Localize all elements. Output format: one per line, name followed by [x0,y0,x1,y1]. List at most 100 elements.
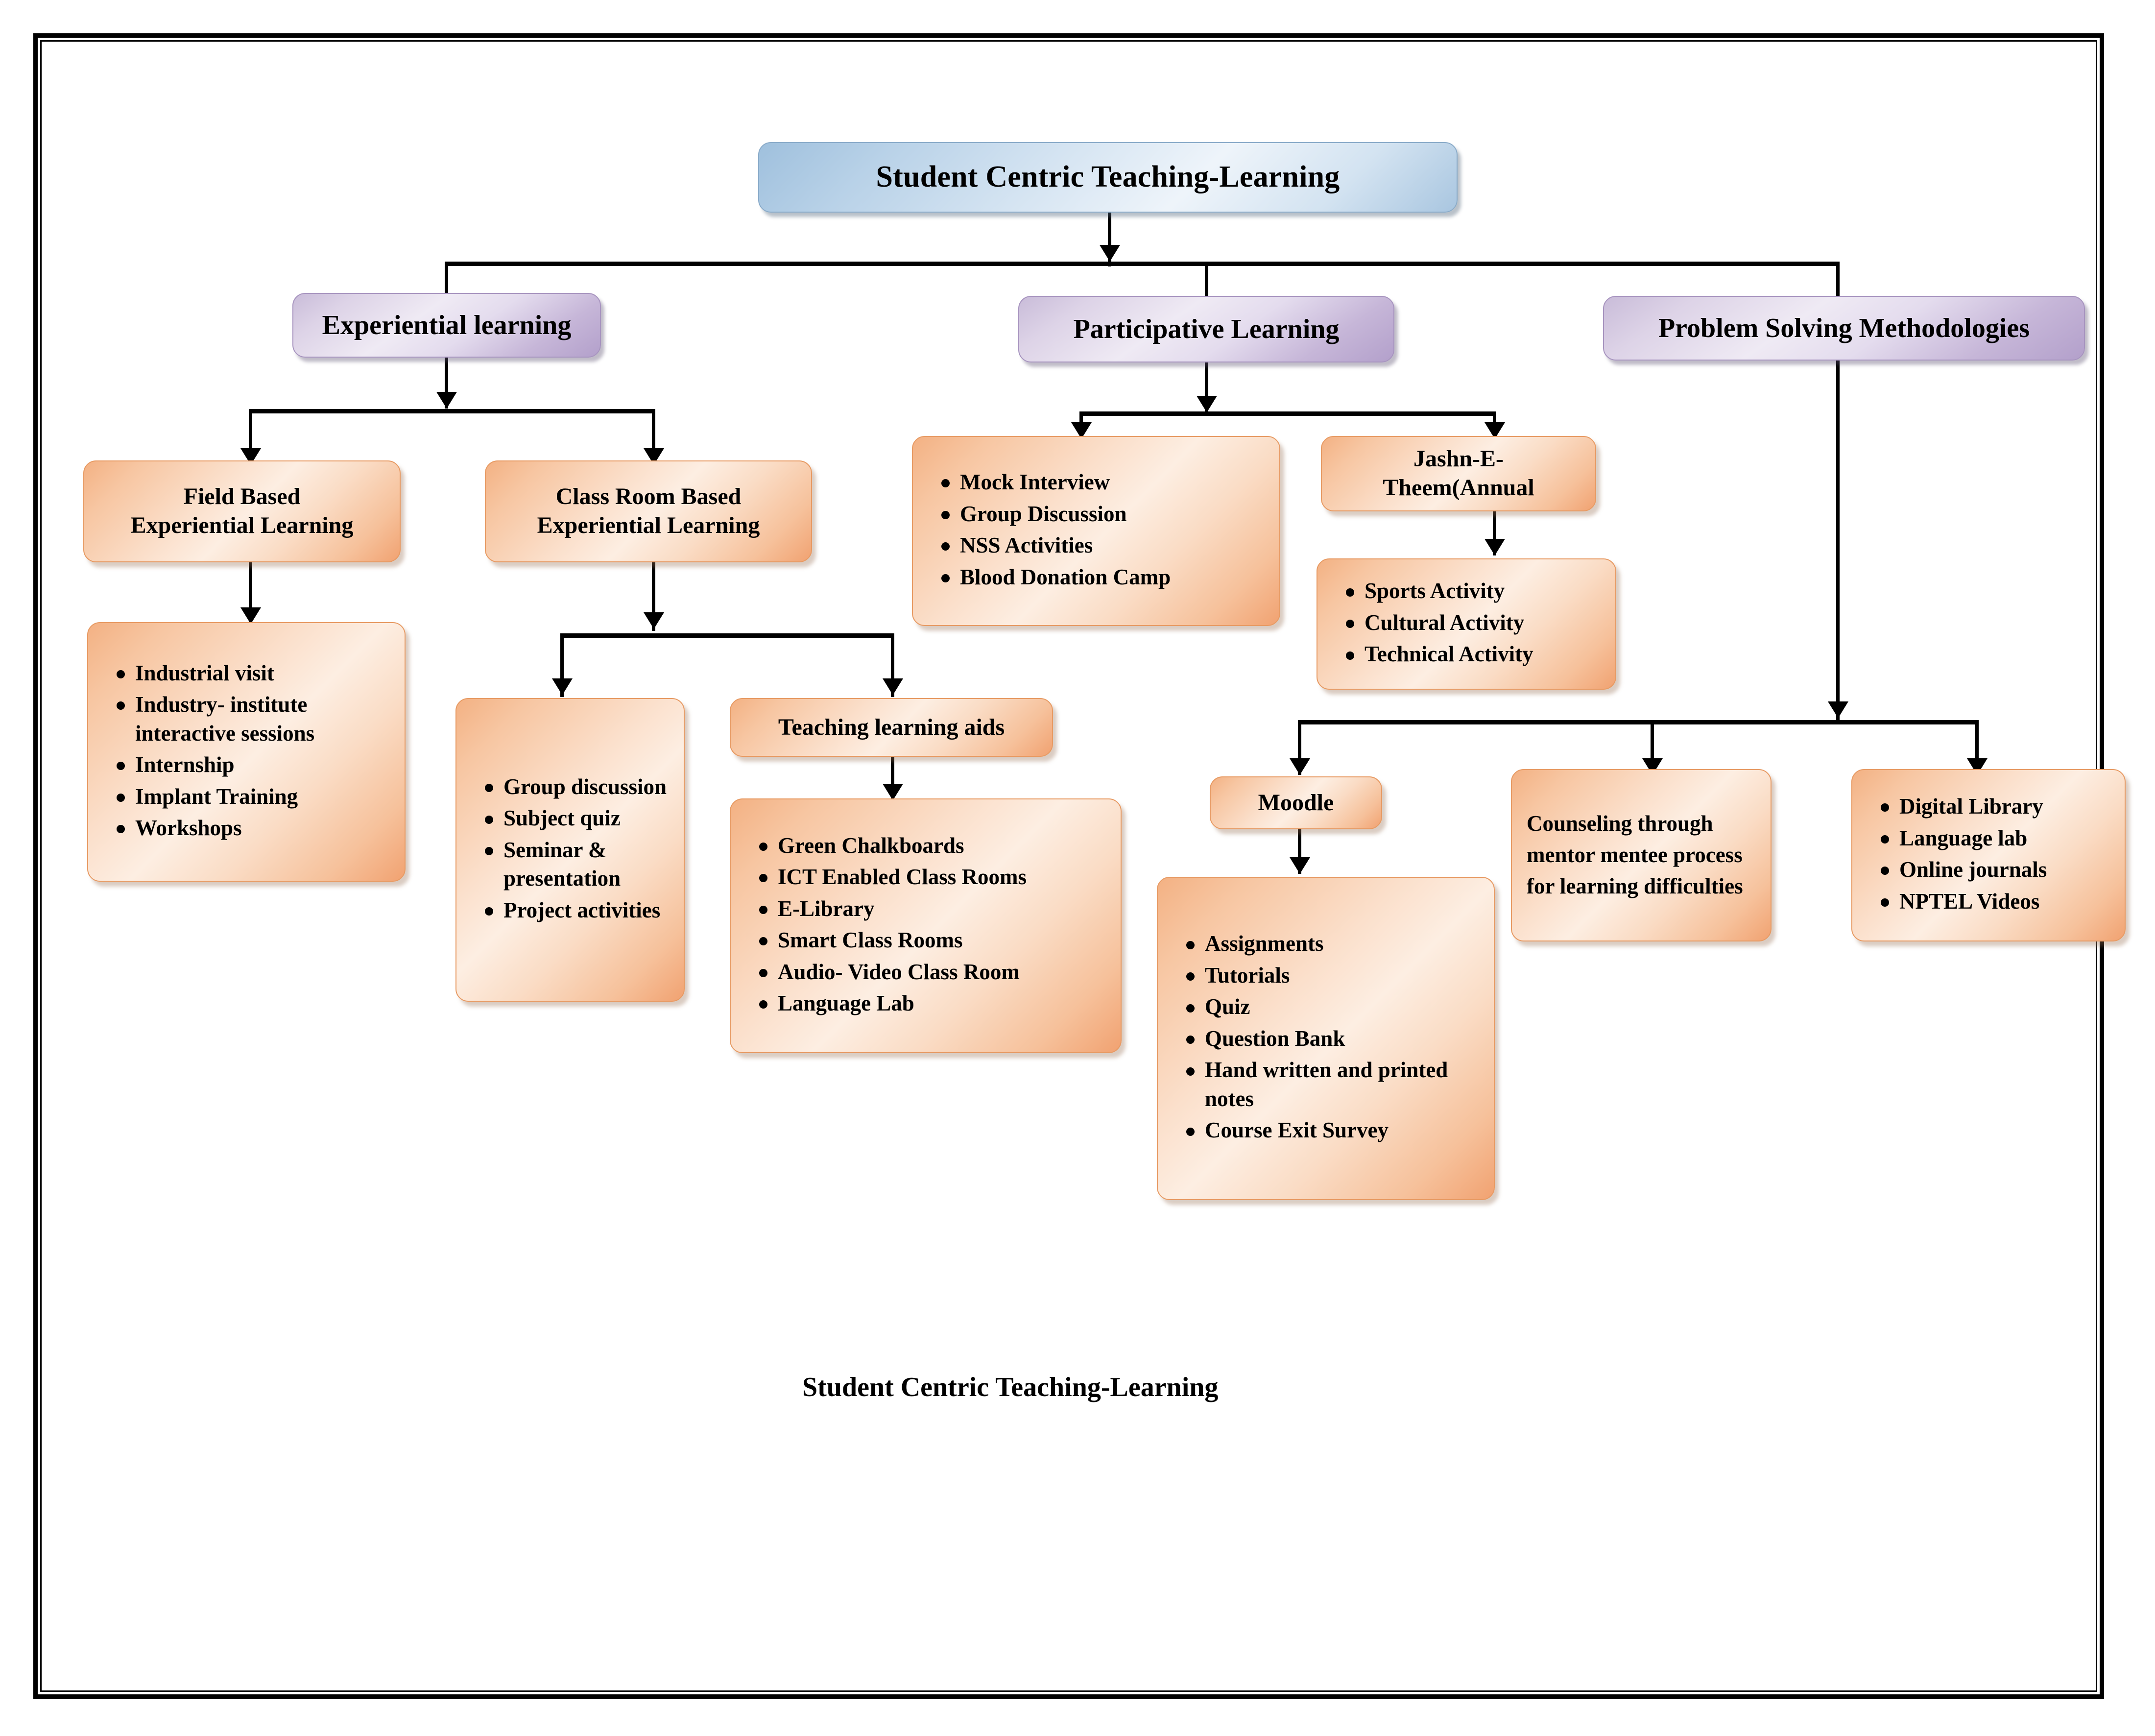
node-moodle-label: Moodle [1258,789,1334,816]
connector-experiential-bar [249,409,655,413]
list-problem-solving-items[interactable]: Digital Library Language lab Online jour… [1851,769,2126,941]
list-item: Technical Activity [1343,640,1604,669]
node-moodle[interactable]: Moodle [1210,776,1382,829]
node-teaching-learning-aids[interactable]: Teaching learning aids [730,698,1053,757]
list-item: NPTEL Videos [1878,887,2114,916]
list-teaching-aids-items[interactable]: Green Chalkboards ICT Enabled Class Room… [730,798,1122,1053]
node-root-label: Student Centric Teaching-Learning [876,160,1340,194]
list-item: Sports Activity [1343,577,1604,605]
list-item: Audio- Video Class Room [756,958,1110,987]
connector-root-stem [1108,212,1111,266]
node-classroom-based-experiential-learning[interactable]: Class Room Based Experiential Learning [485,460,812,562]
list-item: Smart Class Rooms [756,926,1110,955]
node-participative-learning-label: Participative Learning [1073,313,1340,344]
list-item: Subject quiz [482,804,673,833]
list-item: Question Bank [1183,1024,1483,1053]
node-field-based-label: Field Based Experiential Learning [130,483,354,538]
list-item: Digital Library [1878,792,2114,821]
node-experiential-learning-label: Experiential learning [322,310,572,340]
list-item: E-Library [756,894,1110,923]
list-classroom-items[interactable]: Group discussion Subject quiz Seminar & … [455,698,685,1002]
arrow-root-stem [1100,245,1120,262]
connector-to-experiential [445,262,448,320]
list-participative-items[interactable]: Mock Interview Group Discussion NSS Acti… [912,436,1280,626]
node-participative-learning[interactable]: Participative Learning [1018,296,1394,362]
node-counseling-label: Counseling through mentor mentee process… [1527,811,1743,898]
list-item: Project activities [482,896,673,925]
arrow-to-moodle [1290,758,1310,775]
connector-to-problem-solving [1836,262,1840,322]
connector-participative-stem [1205,362,1208,411]
connector-to-classroom-based [652,409,655,466]
moodle-item-list: Assignments Tutorials Quiz Question Bank… [1158,929,1494,1148]
arrow-classroom-stem [644,612,664,629]
arrow-to-group-discussion-list [552,678,573,695]
connector-to-field-based [249,409,252,466]
classroom-item-list: Group discussion Subject quiz Seminar & … [456,772,684,928]
node-jashn-e-theem-label: Jashn-E- Theem(Annual [1383,446,1534,501]
list-item: Industrial visit [114,659,394,688]
connector-level2-bar [445,262,1840,266]
jashn-item-list: Sports Activity Cultural Activity Techni… [1317,577,1615,672]
connector-aids-to-list [891,755,894,799]
connector-jashn-to-list [1493,510,1496,555]
list-item: Assignments [1183,929,1483,958]
arrow-problem-solving-stem [1828,701,1848,718]
connector-moodle-to-list [1298,829,1301,874]
teaching-aids-item-list: Green Chalkboards ICT Enabled Class Room… [731,831,1121,1021]
list-item: ICT Enabled Class Rooms [756,863,1110,892]
arrow-field-to-list [240,607,261,624]
node-root-student-centric[interactable]: Student Centric Teaching-Learning [758,142,1458,213]
arrow-aids-to-list [883,784,903,800]
connector-problem-solving-stem [1836,358,1840,720]
node-classroom-based-label: Class Room Based Experiential Learning [537,483,760,538]
list-item: Workshops [114,814,394,843]
list-item: Group Discussion [938,500,1269,529]
list-item: Mock Interview [938,468,1269,497]
list-item: NSS Activities [938,531,1269,560]
list-item: Cultural Activity [1343,608,1604,637]
connector-to-participative [1205,262,1208,322]
node-jashn-e-theem[interactable]: Jashn-E- Theem(Annual [1321,436,1596,511]
field-based-item-list: Industrial visit Industry- institute int… [88,659,405,845]
arrow-experiential-stem [436,392,457,409]
connector-to-moodle [1298,720,1301,775]
list-moodle-items[interactable]: Assignments Tutorials Quiz Question Bank… [1157,877,1495,1200]
connector-experiential-stem [445,358,448,409]
list-item: Industry- institute interactive sessions [114,690,394,747]
node-field-based-experiential-learning[interactable]: Field Based Experiential Learning [83,460,401,562]
list-item: Tutorials [1183,961,1483,990]
list-item: Green Chalkboards [756,831,1110,860]
problem-solving-item-list: Digital Library Language lab Online jour… [1852,792,2125,918]
arrow-to-teaching-aids [883,678,903,695]
list-item: Group discussion [482,772,673,801]
list-item: Course Exit Survey [1183,1116,1483,1145]
list-field-based-items[interactable]: Industrial visit Industry- institute int… [87,622,406,882]
list-item: Blood Donation Camp [938,563,1269,592]
connector-field-to-list [249,562,252,626]
node-experiential-learning[interactable]: Experiential learning [292,293,601,358]
list-item: Language Lab [756,989,1110,1018]
list-item: Internship [114,750,394,779]
participative-item-list: Mock Interview Group Discussion NSS Acti… [913,468,1279,594]
list-item: Quiz [1183,992,1483,1021]
connector-to-teaching-aids [891,633,894,697]
node-counseling-mentor-mentee[interactable]: Counseling through mentor mentee process… [1511,769,1772,941]
list-jashn-items[interactable]: Sports Activity Cultural Activity Techni… [1317,558,1616,690]
connector-participative-bar [1079,411,1496,416]
arrow-moodle-to-list [1290,857,1310,874]
list-item: Online journals [1878,855,2114,884]
node-teaching-learning-aids-label: Teaching learning aids [778,714,1005,740]
connector-to-group-discussion-list [560,633,564,697]
list-item: Seminar & presentation [482,836,673,893]
arrow-participative-stem [1197,396,1217,412]
list-item: Hand written and printed notes [1183,1056,1483,1113]
connector-classroom-stem [652,562,655,631]
node-problem-solving-methodologies[interactable]: Problem Solving Methodologies [1603,296,2085,361]
arrow-jashn-to-list [1485,539,1505,555]
node-problem-solving-methodologies-label: Problem Solving Methodologies [1658,313,2030,343]
diagram-caption: Student Centric Teaching-Learning [802,1372,1219,1402]
connector-classroom-bar [560,633,894,638]
list-item: Implant Training [114,782,394,811]
